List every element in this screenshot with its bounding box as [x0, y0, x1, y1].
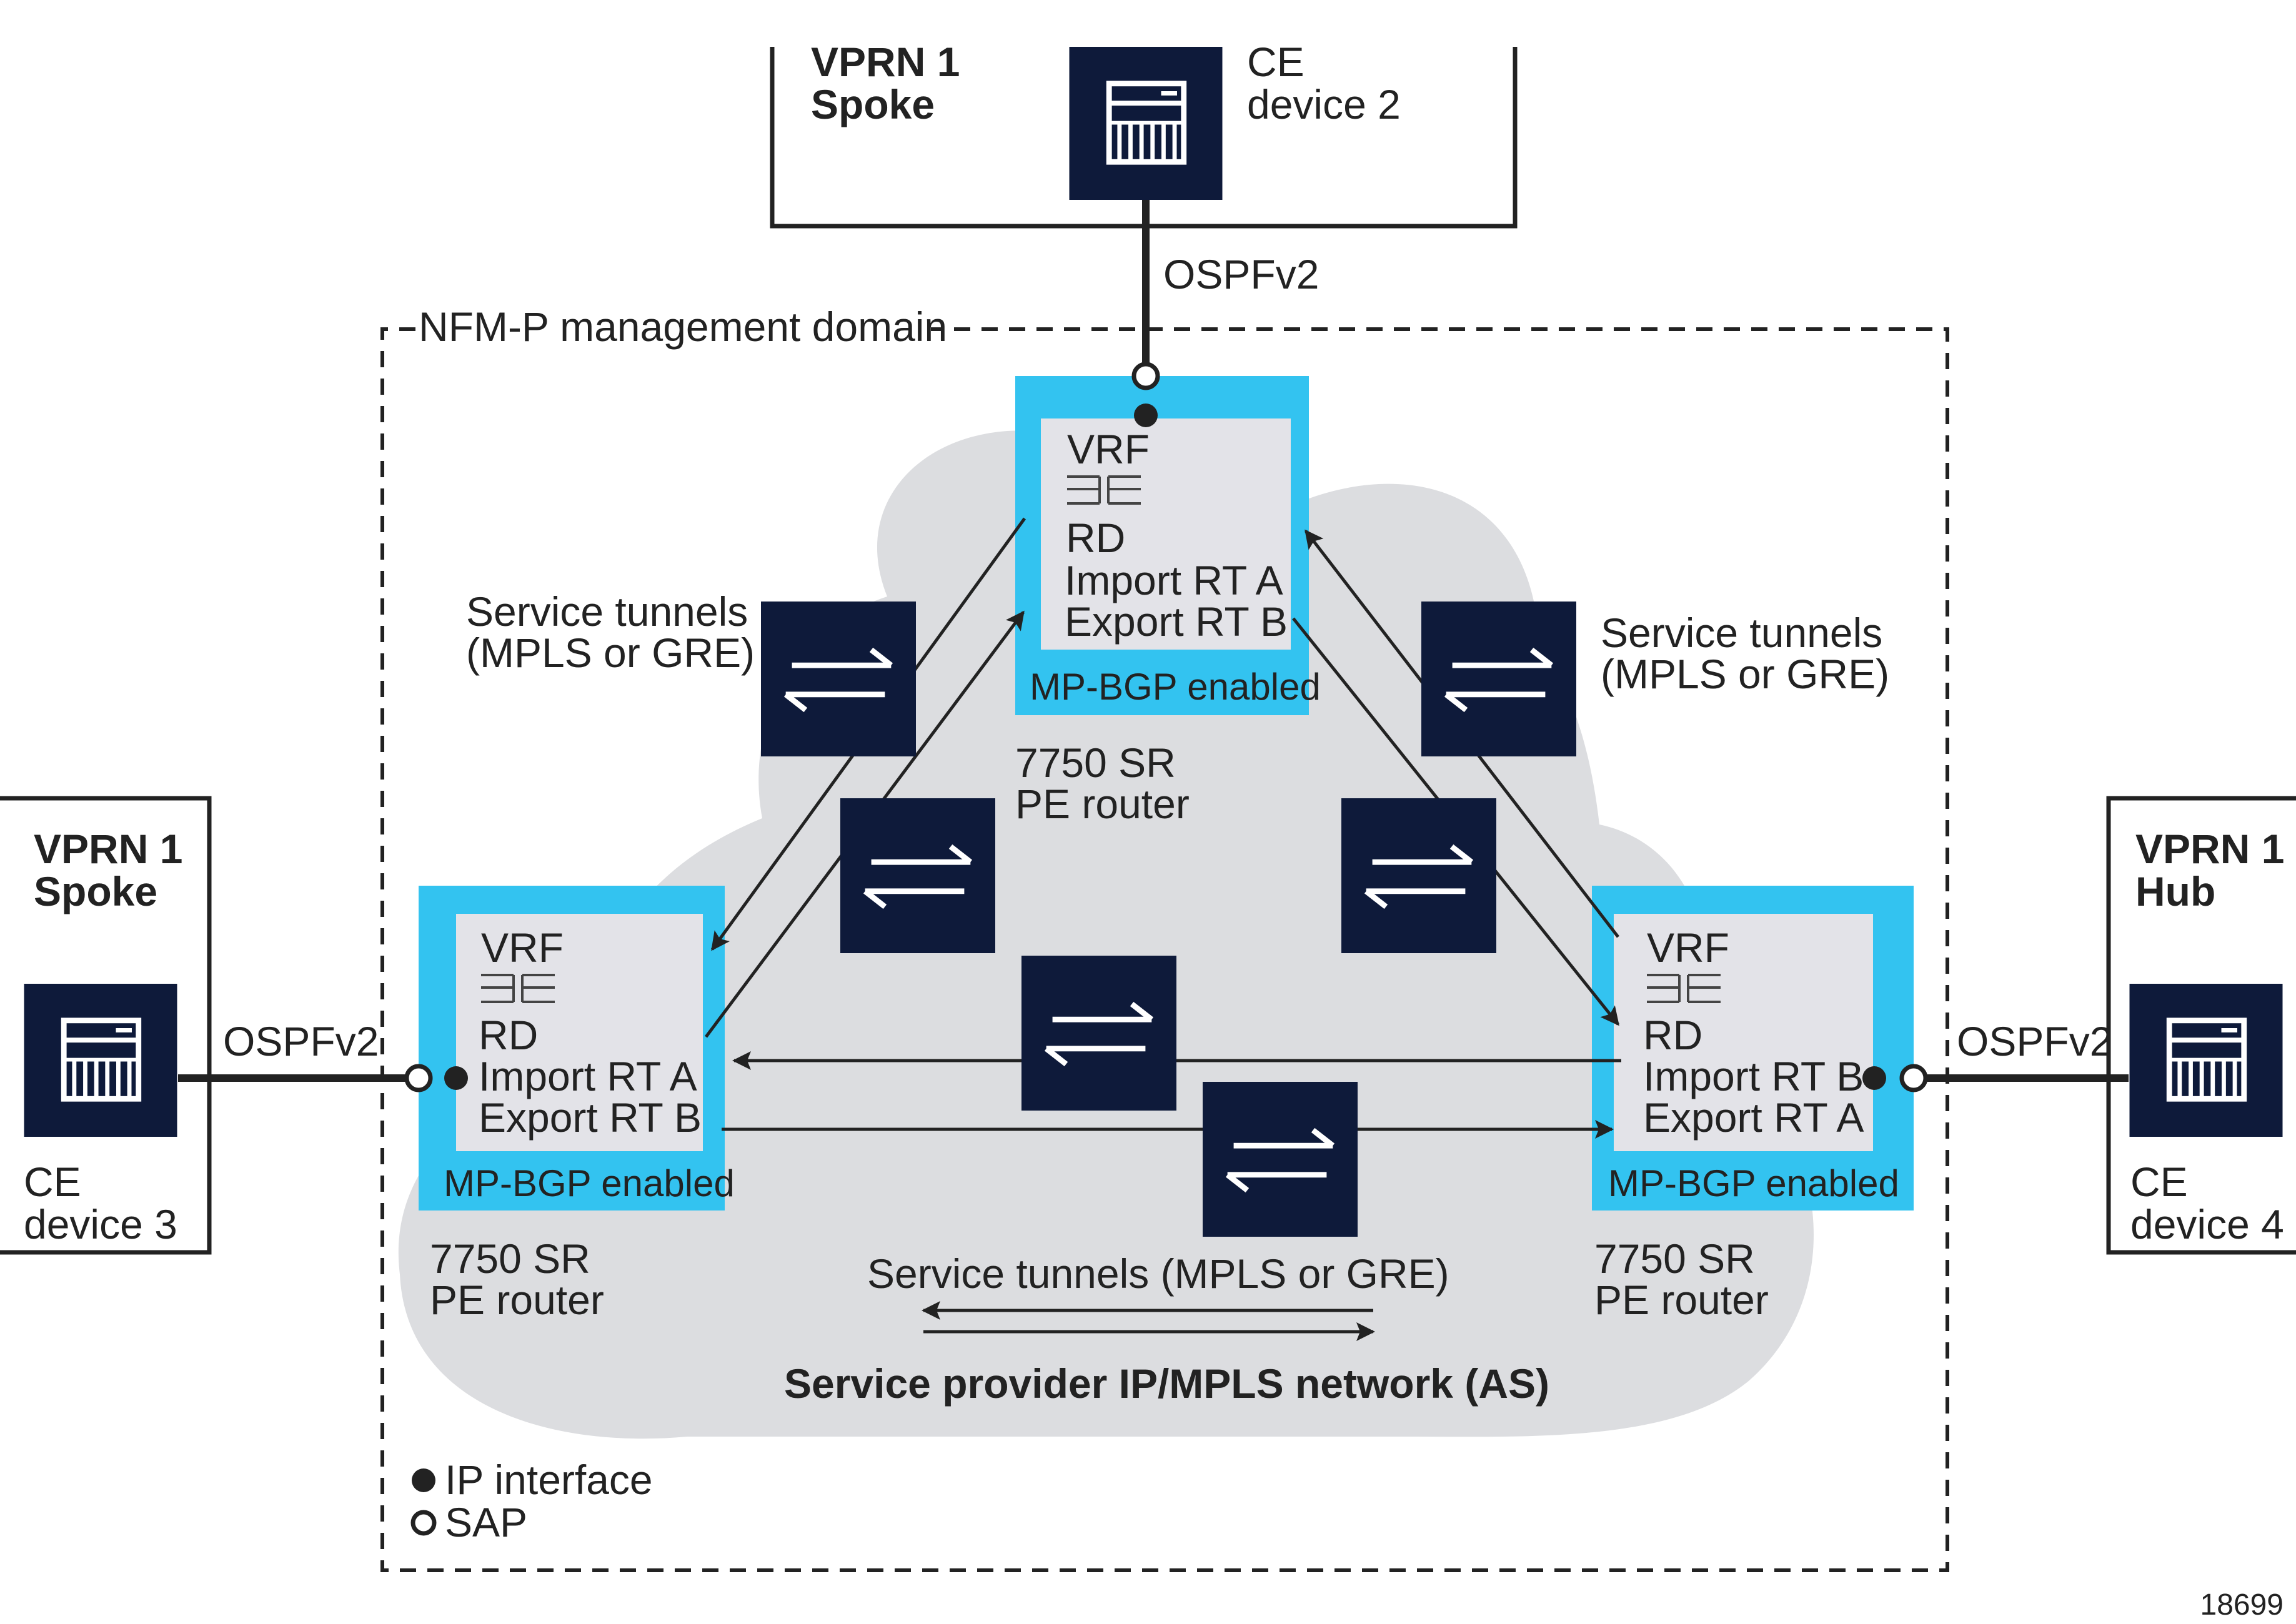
- ce-left-line2: device 3: [24, 1201, 177, 1247]
- tunnel-icon-bottom-lower[interactable]: [1203, 1082, 1358, 1237]
- pe-left-export-rt: Export RT B: [479, 1094, 702, 1141]
- vprn-left-line1: VPRN 1: [34, 826, 182, 872]
- ce-top-line1: CE: [1247, 39, 1305, 85]
- figure-id: 18699: [2200, 1588, 2284, 1622]
- vprn-right-line2: Hub: [2135, 868, 2215, 914]
- pe-right-mp-bgp: MP-BGP enabled: [1608, 1162, 1899, 1204]
- pe-router-right[interactable]: [1592, 886, 1914, 1211]
- tunnel-icon-top-right-outer[interactable]: [1421, 602, 1576, 756]
- pe-top-export-rt: Export RT B: [1065, 598, 1288, 645]
- management-domain-label: NFM-P management domain: [419, 304, 947, 350]
- ce-device-3-icon[interactable]: [24, 984, 177, 1137]
- pe-top-mp-bgp: MP-BGP enabled: [1030, 666, 1321, 708]
- network-label: Service provider IP/MPLS network (AS): [784, 1360, 1549, 1407]
- pe-left-model-line1: 7750 SR: [430, 1235, 590, 1282]
- tunnel-icon-top-right-inner[interactable]: [1341, 798, 1496, 953]
- pe-top-model-line1: 7750 SR: [1015, 740, 1176, 786]
- pe-top-import-rt: Import RT A: [1065, 557, 1283, 603]
- pe-left-model-line2: PE router: [430, 1277, 604, 1323]
- legend-sap-icon: [410, 1510, 437, 1536]
- pe-right-export-rt: Export RT A: [1643, 1094, 1864, 1141]
- pe-right-vrf: VRF: [1647, 924, 1729, 971]
- pe-top-model-line2: PE router: [1015, 781, 1190, 827]
- tunnel-label-right-line2: (MPLS or GRE): [1601, 651, 1889, 697]
- ce-right-line1: CE: [2130, 1159, 2188, 1205]
- tunnel-icon-bottom-upper[interactable]: [1021, 956, 1176, 1111]
- site-left-border: [0, 796, 212, 1255]
- tunnel-icon-top-left-outer[interactable]: [761, 602, 916, 756]
- vprn-top-line1: VPRN 1: [811, 39, 960, 85]
- pe-right-rd: RD: [1643, 1012, 1702, 1058]
- ospf-right-label: OSPFv2: [1957, 1018, 2112, 1064]
- ce-top-line2: device 2: [1247, 81, 1401, 127]
- vprn-right-line1: VPRN 1: [2135, 826, 2284, 872]
- legend-sap-label: SAP: [445, 1499, 527, 1545]
- site-right-border: [2106, 796, 2296, 1255]
- pe-right-import-rt: Import RT B: [1643, 1053, 1864, 1099]
- tunnel-icon-top-left-inner[interactable]: [840, 798, 995, 953]
- right-sap-marker: [1899, 1064, 1928, 1092]
- management-domain-border: [380, 327, 1949, 1572]
- pe-left-vrf: VRF: [481, 924, 564, 971]
- legend-ip-interface-label: IP interface: [445, 1457, 653, 1503]
- ce-left-line1: CE: [24, 1159, 81, 1205]
- legend-ip-interface-icon: [412, 1468, 435, 1492]
- pe-top-rd: RD: [1066, 515, 1125, 561]
- ce-device-4-icon[interactable]: [2130, 984, 2283, 1137]
- pe-router-top[interactable]: [1015, 376, 1309, 715]
- vprn-left-line2: Spoke: [34, 868, 157, 914]
- right-ip-interface-marker: [1862, 1066, 1886, 1090]
- pe-left-import-rt: Import RT A: [479, 1053, 697, 1099]
- vprn-top-line2: Spoke: [811, 81, 935, 127]
- pe-left-rd: RD: [479, 1012, 538, 1058]
- pe-right-model-line2: PE router: [1594, 1277, 1769, 1323]
- pe-left-mp-bgp: MP-BGP enabled: [444, 1162, 735, 1204]
- pe-router-left[interactable]: [419, 886, 725, 1211]
- top-sap-marker: [1131, 362, 1160, 390]
- ce-right-line2: device 4: [2130, 1201, 2284, 1247]
- ce-device-2-icon[interactable]: [1070, 47, 1223, 200]
- tunnel-label-left-line2: (MPLS or GRE): [466, 630, 755, 676]
- ospf-top-label: OSPFv2: [1163, 251, 1319, 297]
- pe-top-vrf: VRF: [1067, 426, 1150, 472]
- left-sap-marker: [404, 1064, 433, 1092]
- pe-right-model-line1: 7750 SR: [1594, 1235, 1755, 1282]
- ospf-left-label: OSPFv2: [223, 1018, 379, 1064]
- left-ip-interface-marker: [444, 1066, 468, 1090]
- tunnel-label-right-line1: Service tunnels: [1601, 610, 1882, 656]
- tunnel-label-bottom: Service tunnels (MPLS or GRE): [867, 1250, 1449, 1297]
- top-ip-interface-marker: [1134, 404, 1158, 427]
- tunnel-label-left-line1: Service tunnels: [466, 588, 748, 635]
